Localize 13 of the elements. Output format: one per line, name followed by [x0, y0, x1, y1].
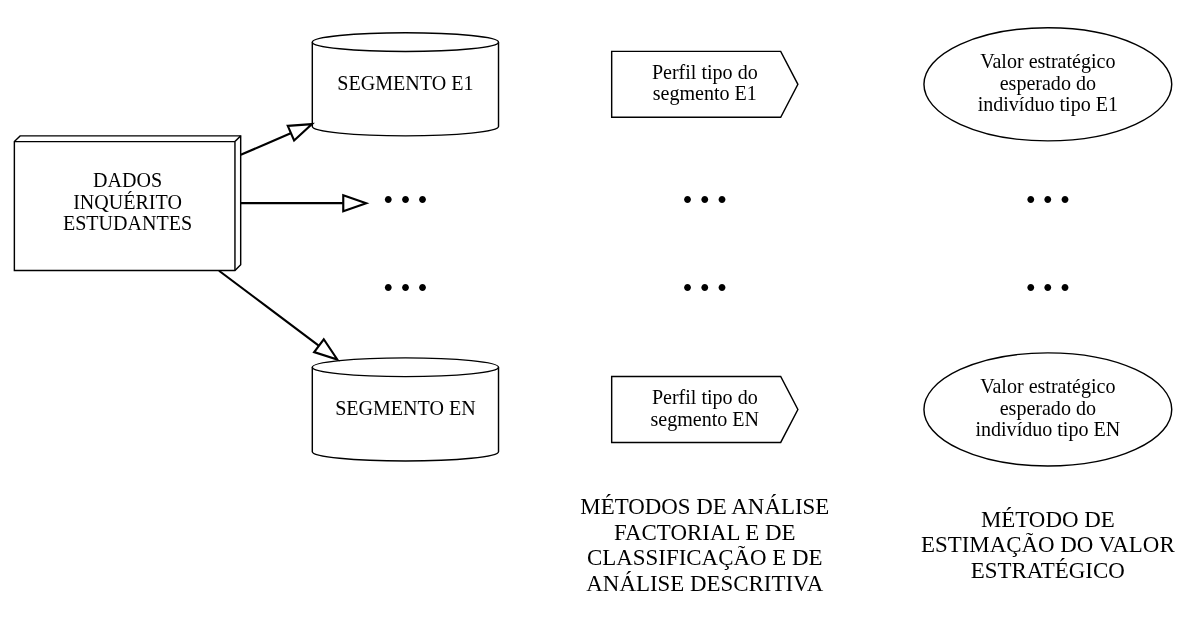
label: MÉTODOS DE ANÁLISE FACTORIAL E DE CLASSIFICAÇÃO E DE ANÁLISE DESCRITIVA [580, 493, 830, 597]
node-text: • • • [383, 184, 428, 217]
label: MÉTODO DE ESTIMAÇÃO DO VALOR ESTRATÉGICO [920, 506, 1175, 584]
arrow [240, 122, 315, 156]
label: • • • [1025, 184, 1071, 217]
label: • • • [383, 271, 428, 304]
label: • • • [682, 271, 727, 304]
node-ellipse: Valor estratégico esperado do indivíduo tipo EN [923, 352, 1173, 467]
node-ellipse: Valor estratégico esperado do indivíduo tipo E1 [923, 27, 1173, 142]
arrow [218, 269, 340, 362]
label: • • • [682, 184, 727, 217]
arrow [240, 193, 370, 213]
label: • • • [1025, 271, 1071, 304]
